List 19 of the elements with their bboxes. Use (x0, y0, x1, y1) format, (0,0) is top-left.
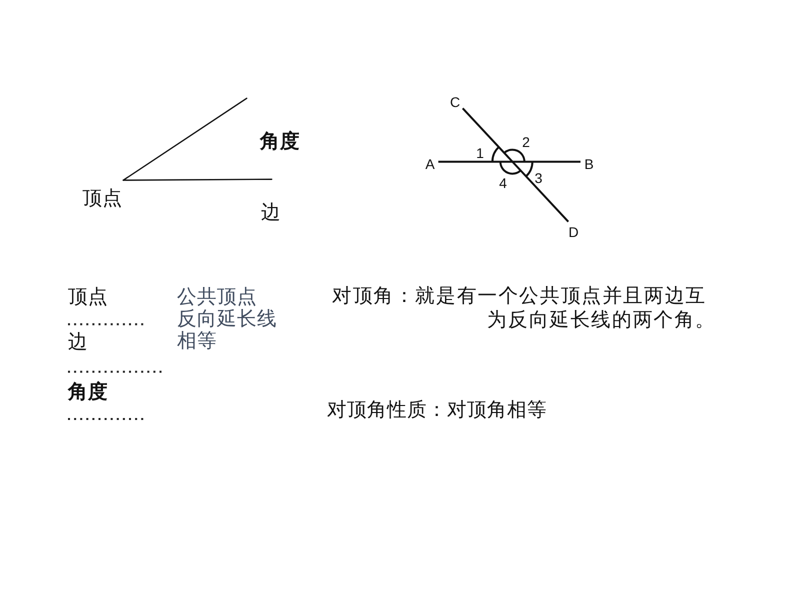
angle-number: 4 (499, 176, 507, 190)
term-label: 角度 (68, 382, 108, 402)
point-label: D (568, 225, 579, 239)
answer-text: 反向延长线 (177, 308, 277, 328)
answer-text: 相等 (177, 331, 217, 351)
definition-text: 对顶角：就是有一个公共顶点并且两边互为反向延长线的两个角。 (332, 284, 716, 332)
angle-number: 3 (534, 171, 542, 185)
term-label: 边 (68, 332, 88, 352)
property-text: 对顶角性质：对顶角相等 (327, 400, 547, 420)
point-label: A (425, 157, 435, 171)
angle-number: 1 (476, 146, 484, 160)
point-label: C (450, 94, 460, 108)
angle-number: 2 (522, 135, 530, 149)
answer-text: 公共顶点 (177, 286, 257, 306)
point-label: B (584, 157, 594, 171)
figure-label: 边 (261, 202, 281, 222)
figure-label: 顶点 (82, 188, 122, 208)
figure-label: 角度 (260, 131, 300, 151)
term-label: 顶点 (68, 286, 108, 306)
